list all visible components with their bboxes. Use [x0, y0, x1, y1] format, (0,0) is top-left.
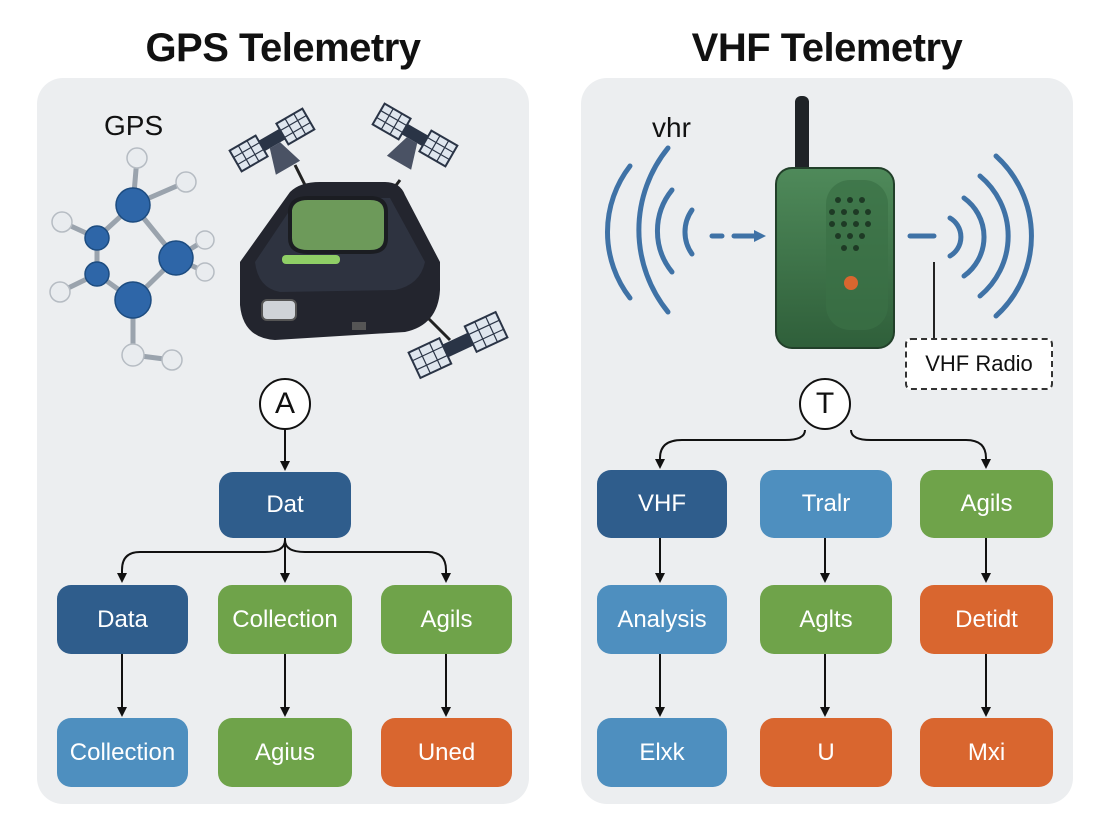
vhf-row3-node: Mxi: [920, 718, 1053, 787]
gps-connectors: [117, 430, 451, 717]
gps-row1-node: Agils: [381, 585, 512, 654]
vhf-radio-callout: VHF Radio: [905, 338, 1053, 390]
vhf-row1-node: Agils: [920, 470, 1053, 538]
vhf-row1-node: VHF: [597, 470, 727, 538]
molecule-icon: [49, 147, 215, 371]
vhf-row2-node: Detidt: [920, 585, 1053, 654]
gps-root-node: Dat: [219, 472, 351, 538]
gps-row2-node: Collection: [57, 718, 188, 787]
gps-panel-title: GPS Telemetry: [145, 26, 421, 70]
vhf-device-label: vhr: [652, 112, 691, 143]
radio-wave-icon: [605, 145, 1034, 319]
gps-start-node: A: [259, 378, 311, 430]
vhf-row3-node: Elxk: [597, 718, 727, 787]
vhf-row2-node: Analysis: [597, 585, 727, 654]
vhf-row1-node: Tralr: [760, 470, 892, 538]
satellite-icon: [371, 102, 459, 170]
gps-molecule-label: GPS: [104, 110, 164, 141]
vhf-start-node: T: [799, 378, 851, 430]
gps-row2-node: Agius: [218, 718, 352, 787]
vhf-row3-node: U: [760, 718, 892, 787]
vhf-radio-device-icon: [775, 96, 895, 349]
gps-collar-device-icon: [240, 164, 452, 342]
satellite-icon: [228, 107, 316, 175]
satellite-icon: [407, 310, 509, 380]
gps-row1-node: Collection: [218, 585, 352, 654]
gps-row2-node: Uned: [381, 718, 512, 787]
vhf-row2-node: Aglts: [760, 585, 892, 654]
vhf-panel-title: VHF Telemetry: [691, 26, 963, 70]
gps-row1-node: Data: [57, 585, 188, 654]
vhf-connectors: [655, 429, 991, 717]
